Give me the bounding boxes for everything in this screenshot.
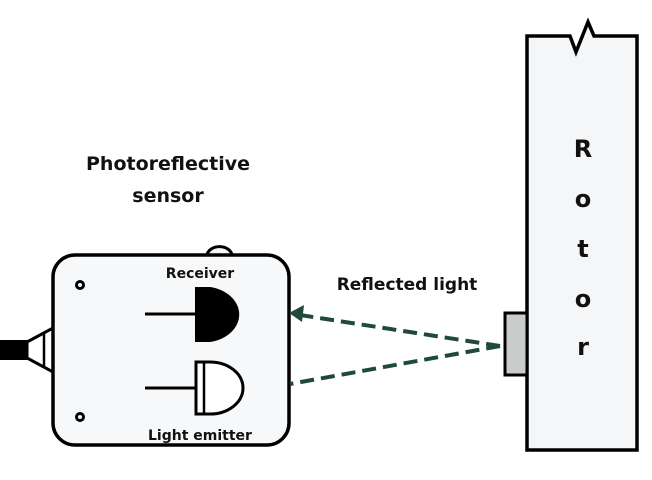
beam-label: Reflected light — [337, 275, 478, 295]
connector-plug — [25, 325, 55, 375]
cable-connector — [0, 325, 55, 375]
receiver-symbol — [145, 287, 240, 342]
reflected-beam — [299, 313, 501, 348]
cable — [0, 340, 28, 360]
rotor: R o t o r — [503, 17, 639, 452]
rotor-body — [525, 17, 639, 452]
sensor-title-line2: sensor — [132, 185, 204, 207]
receiver-body — [195, 287, 240, 342]
emitter-symbol — [145, 360, 245, 416]
light-beams — [289, 305, 501, 386]
housing-body — [51, 253, 291, 447]
mounting-hole-bottom — [75, 412, 85, 422]
receiver-label: Receiver — [166, 266, 234, 282]
emitted-beam — [289, 344, 501, 386]
rotor-letter: r — [577, 333, 589, 361]
emitter-label: Light emitter — [148, 428, 252, 444]
rotor-letter: o — [575, 185, 592, 213]
reflector-marker — [503, 311, 529, 377]
rotor-letter: t — [577, 235, 588, 263]
sensor-title-line1: Photoreflective — [86, 153, 250, 175]
rotor-letter: R — [574, 135, 592, 163]
rotor-letter: o — [575, 285, 592, 313]
mounting-hole-top — [75, 280, 85, 290]
emitter-body — [194, 360, 245, 416]
arrow-head-icon — [289, 305, 304, 322]
